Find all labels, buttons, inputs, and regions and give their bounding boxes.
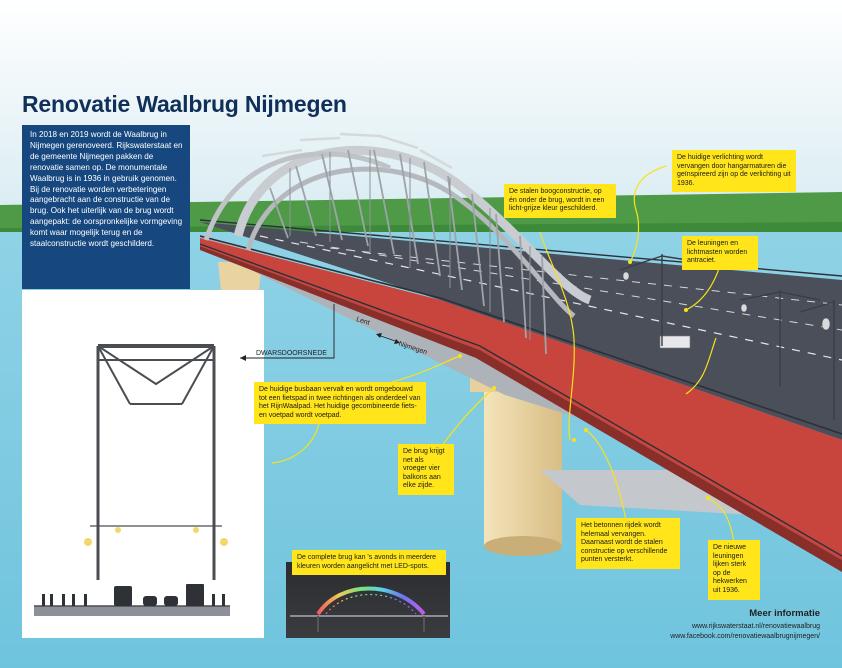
callout-lighting: De huidige verlichting wordt vervangen d…	[672, 150, 796, 193]
callout-bus-lane: De huidige busbaan vervalt en wordt omge…	[254, 382, 426, 425]
cross-section-vehicles	[114, 584, 204, 606]
cross-section-people	[42, 594, 225, 606]
more-info-title: Meer informatie	[749, 608, 820, 619]
cross-section-label: DWARSDOORSNEDE	[256, 350, 327, 357]
callout-deck-replacement: Het betonnen rijdek wordt helemaal verva…	[576, 518, 680, 569]
callout-balconies: De brug krijgt net als vroeger vier balk…	[398, 444, 454, 495]
callout-railings-anthracite: De leuningen en lichtmasten worden antra…	[682, 236, 758, 270]
lamp-posts	[619, 254, 835, 420]
cross-section-drawing	[34, 344, 230, 616]
vehicle	[659, 335, 691, 349]
callout-arch-paint: De stalen boogconstructie, op én onder d…	[504, 184, 616, 218]
road-deck	[200, 222, 842, 440]
page-title: Renovatie Waalbrug Nijmegen	[22, 91, 347, 117]
callout-led-lighting: De complete brug kan 's avonds in meerde…	[292, 550, 446, 576]
more-info-link[interactable]: www.rijkswaterstaat.nl/renovatiewaalbrug	[692, 623, 820, 630]
hanging-lamp-icon	[622, 271, 831, 331]
callout-new-railings: De nieuwe leuningen lijken sterk op de h…	[708, 540, 760, 600]
steel-arch	[203, 132, 592, 355]
cross-section-panel	[22, 290, 264, 638]
direction-arrow-icon	[377, 334, 399, 343]
intro-text-box: In 2018 en 2019 wordt de Waalbrug in Nij…	[22, 125, 190, 289]
railing	[199, 235, 842, 435]
led-arch	[290, 586, 448, 632]
cycle-path	[200, 238, 842, 560]
cross-section-marker	[240, 304, 335, 359]
cross-section-lamps	[84, 527, 228, 546]
more-info-link[interactable]: www.facebook.com/renovatiewaalbrugnijmeg…	[670, 633, 820, 640]
callout-dots	[458, 260, 710, 500]
